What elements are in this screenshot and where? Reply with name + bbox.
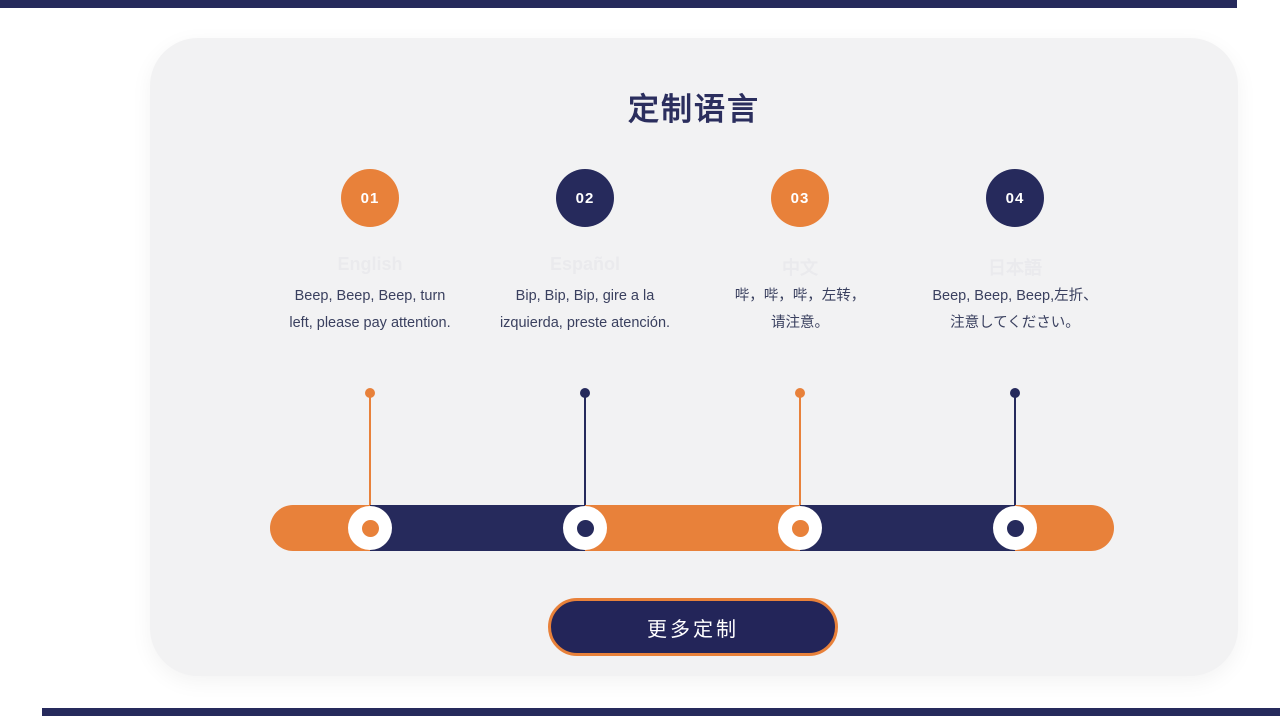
step-description-line: 请注意。 (771, 315, 829, 331)
stem-line (369, 396, 371, 528)
step-description: Beep, Beep, Beep, turn left, please pay a… (262, 283, 478, 337)
step-item: 04 日本語 Beep, Beep, Beep,左折、注意してください。 (907, 169, 1123, 337)
timeline-segment (370, 505, 585, 551)
step-language-label: 中文 (782, 258, 818, 278)
stem-dot (365, 388, 375, 398)
step-description: Bip, Bip, Bip, gire a la izquierda, prest… (477, 283, 693, 337)
stem-dot (580, 388, 590, 398)
stem-dot (1010, 388, 1020, 398)
stem-dot (795, 388, 805, 398)
step-number-badge: 04 (986, 169, 1044, 227)
timeline-node (348, 506, 392, 550)
step-description-line: Beep, Beep, Beep, turn (294, 288, 446, 304)
step-description: Beep, Beep, Beep,左折、注意してください。 (907, 283, 1123, 337)
more-customization-button[interactable]: 更多定制 (548, 598, 838, 656)
step-description-line: Beep, Beep, Beep,左折、 (932, 288, 1098, 304)
step-number-badge: 02 (556, 169, 614, 227)
step-description-line: Bip, Bip, Bip, gire a la (515, 288, 655, 304)
step-language-label: Español (549, 254, 620, 274)
top-accent-strip (0, 0, 1237, 8)
timeline-segment (585, 505, 800, 551)
stem-line (799, 396, 801, 528)
timeline-segment (800, 505, 1015, 551)
stem-line (1014, 396, 1016, 528)
step-item: 03 中文哔，哔，哔，左转， 请注意。 (692, 169, 908, 337)
timeline-node (563, 506, 607, 550)
timeline-node (993, 506, 1037, 550)
step-description-line: left, please pay attention. (289, 315, 451, 331)
bottom-accent-strip (42, 708, 1280, 716)
step-number-badge: 01 (341, 169, 399, 227)
step-description: 哔，哔，哔，左转， 请注意。 (692, 283, 908, 337)
timeline-node-dot (1006, 519, 1024, 537)
step-description-line: izquierda, preste atención. (499, 315, 671, 331)
timeline-node-dot (576, 519, 594, 537)
timeline-node-dot (361, 519, 379, 537)
step-description-line: 哔，哔，哔，左转， (734, 288, 866, 304)
step-description-line: 注意してください。 (950, 315, 1080, 331)
timeline-bar (270, 505, 1114, 551)
step-number-badge: 03 (771, 169, 829, 227)
stem-line (584, 396, 586, 528)
step-language-label: 日本語 (988, 258, 1042, 278)
timeline-node-dot (791, 519, 809, 537)
step-language-label: English (337, 254, 403, 274)
timeline-node (778, 506, 822, 550)
page-title: 定制语言 (628, 92, 760, 127)
